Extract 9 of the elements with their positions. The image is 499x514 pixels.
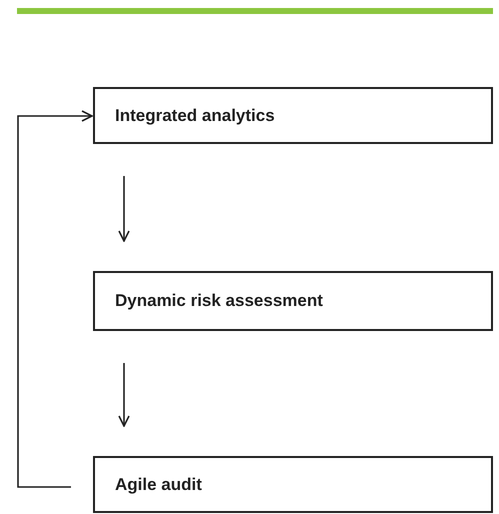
arrow [118, 363, 130, 427]
arrow [17, 110, 93, 488]
arrow [118, 176, 130, 242]
box-label: Integrated analytics [115, 106, 275, 126]
process-box [93, 271, 493, 331]
box-label: Dynamic risk assessment [115, 291, 323, 311]
process-box [93, 456, 493, 513]
process-box [93, 87, 493, 144]
box-label: Agile audit [115, 474, 202, 494]
